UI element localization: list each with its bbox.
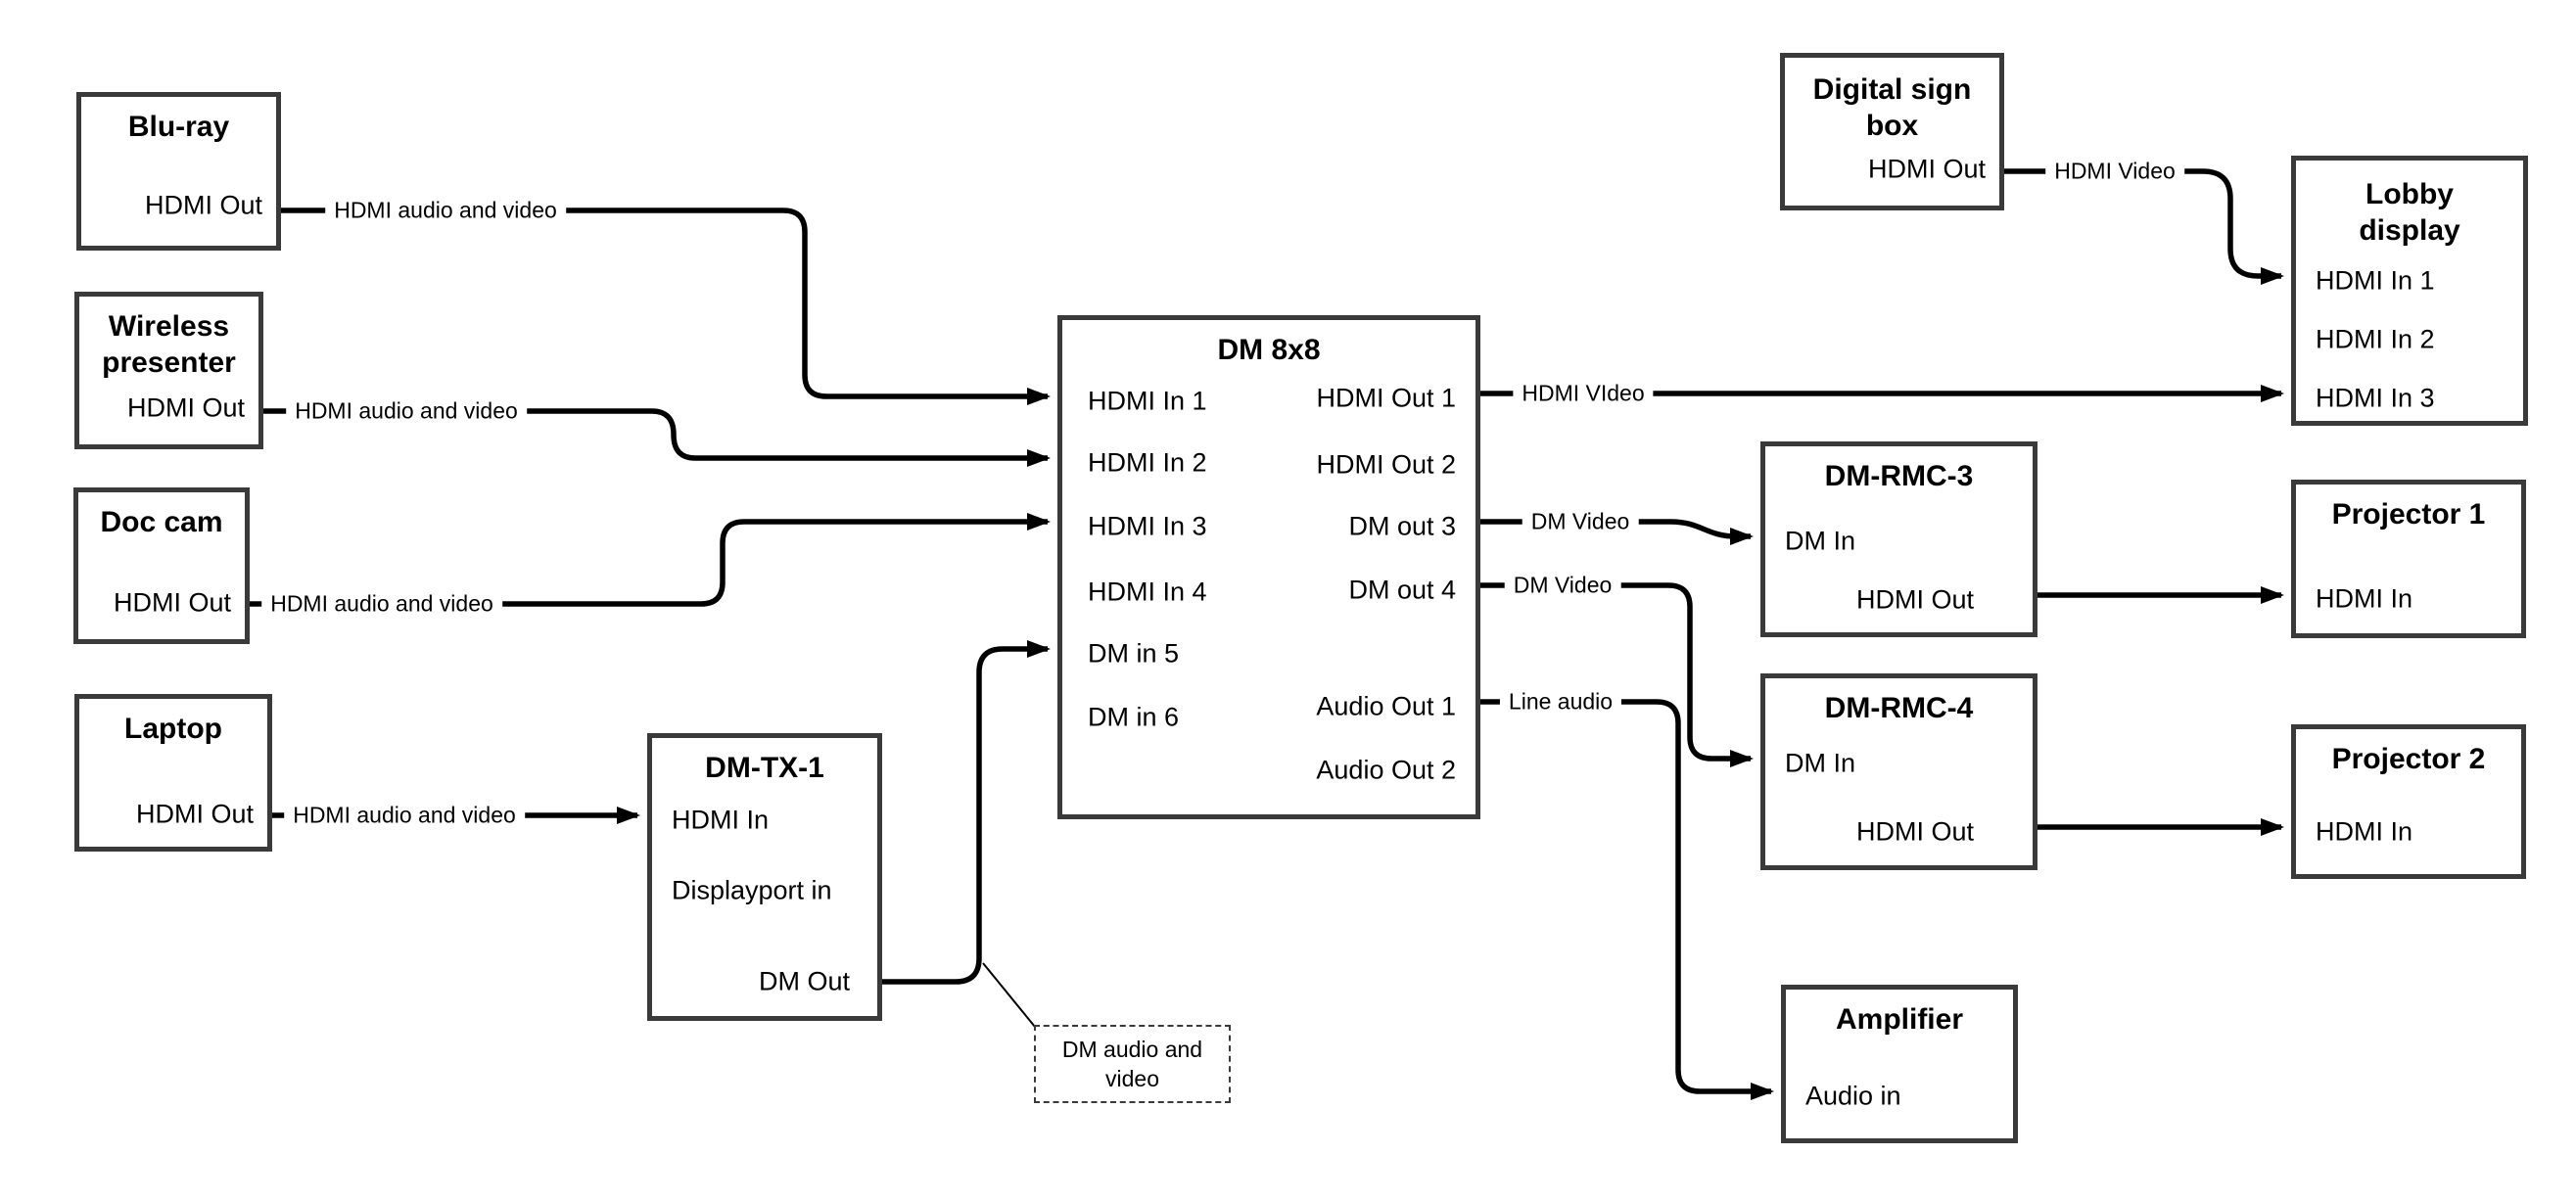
port-hdmi-in-2: HDMI In 2 [2316,324,2435,354]
port-dm-in: DM In [1785,748,1856,778]
node-title: Digital sign box [1812,73,1972,142]
node-title: Doc cam [100,506,223,538]
port-hdmi-out: HDMI Out [113,587,231,618]
port-hdmi-in-3: HDMI In 3 [1088,511,1207,541]
port-hdmi-out-2: HDMI Out 2 [1316,449,1456,480]
edge-dmtx1-to-dm8x8-in5 [882,640,1051,985]
port-dm-in-6: DM in 6 [1088,702,1180,732]
node-wireless-presenter: Wireless presenter HDMI Out [74,292,263,449]
node-title: Projector 1 [2331,498,2486,531]
node-amplifier: Amplifier Audio in [1781,985,2018,1143]
port-hdmi-out: HDMI Out [1855,584,1974,615]
node-projector-2: Projector 2 HDMI In [2291,724,2526,879]
port-audio-in: Audio in [1805,1081,1901,1111]
node-title: Lobby display [2359,178,2460,247]
port-hdmi-in: HDMI In [2316,583,2413,614]
port-hdmi-in-2: HDMI In 2 [1088,447,1207,478]
node-doc-cam: Doc cam HDMI Out [73,487,250,644]
node-title: Amplifier [1835,1003,1964,1036]
port-hdmi-in: HDMI In [2316,816,2413,847]
node-title: DM-RMC-3 [1824,460,1974,492]
node-dm-rmc-4: DM-RMC-4 DM In HDMI Out [1760,673,2037,870]
port-hdmi-in-3: HDMI In 3 [2316,383,2435,413]
edge-label-laptop: HDMI audio and video [284,800,525,831]
port-dm-in-5: DM in 5 [1088,638,1180,669]
edge-label-dm-video-3: DM Video [1522,506,1639,537]
node-digital-sign-box: Digital sign box HDMI Out [1780,53,2004,210]
node-title: DM 8x8 [1217,334,1321,366]
node-dm-rmc-3: DM-RMC-3 DM In HDMI Out [1760,441,2037,637]
node-dm-tx-1: DM-TX-1 HDMI In Displayport in DM Out [647,733,882,1021]
edge-label-wireless: HDMI audio and video [286,395,527,427]
note-callout-line [982,962,1036,1028]
port-audio-out-2: Audio Out 2 [1316,755,1456,785]
port-hdmi-out-1: HDMI Out 1 [1316,383,1456,413]
edge-dm8x8-audio1-to-amplifier [1480,699,1774,1100]
port-hdmi-in-1: HDMI In 1 [1088,386,1207,416]
edge-label-doccam: HDMI audio and video [261,588,502,620]
port-hdmi-out: HDMI Out [1867,154,1986,184]
edge-label-hdmi-video-long: HDMI VIdeo [1513,378,1654,409]
note-dm-audio-and-video: DM audio and video [1034,1025,1231,1103]
port-hdmi-in-1: HDMI In 1 [2316,265,2435,296]
port-audio-out-1: Audio Out 1 [1316,691,1456,721]
port-dm-out-3: DM out 3 [1348,511,1456,541]
node-title: DM-RMC-4 [1824,692,1974,724]
edge-label-line-audio: Line audio [1499,686,1622,717]
edge-dm8x8-out4-to-rmc4 [1480,582,1754,767]
node-projector-1: Projector 1 HDMI In [2291,480,2526,638]
node-title: Wireless presenter [102,310,236,379]
port-hdmi-out: HDMI Out [1855,816,1974,847]
port-dm-in: DM In [1785,526,1856,556]
port-hdmi-in-4: HDMI In 4 [1088,577,1207,607]
edge-bluray-to-dm8x8-in1 [281,208,1051,405]
node-title: DM-TX-1 [705,752,824,784]
port-displayport-in: Displayport in [672,875,832,905]
edge-sign-to-lobby-in1 [2004,168,2284,285]
node-laptop: Laptop HDMI Out [74,694,272,852]
node-title: Blu-ray [127,111,230,143]
node-dm-8x8: DM 8x8 HDMI In 1 HDMI In 2 HDMI In 3 HDM… [1057,315,1480,819]
node-bluray: Blu-ray HDMI Out [76,92,281,251]
node-title: Projector 2 [2331,743,2486,775]
port-dm-out-4: DM out 4 [1348,575,1456,605]
node-lobby-display: Lobby display HDMI In 1 HDMI In 2 HDMI I… [2291,156,2528,426]
port-hdmi-in: HDMI In [672,805,770,835]
port-dm-out: DM Out [758,966,850,996]
port-hdmi-out: HDMI Out [126,393,245,423]
port-hdmi-out: HDMI Out [144,190,262,220]
edge-label-sign-hdmi-video: HDMI Video [2045,156,2184,187]
edge-label-dm-video-4: DM Video [1504,570,1621,601]
edge-label-bluray: HDMI audio and video [325,195,566,226]
node-title: Laptop [124,713,222,745]
port-hdmi-out: HDMI Out [135,799,254,829]
